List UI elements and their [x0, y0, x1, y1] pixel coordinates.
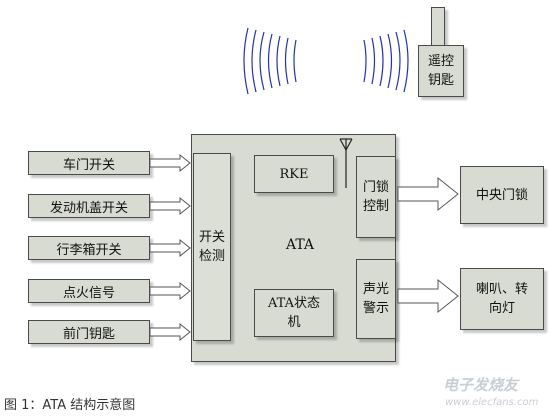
arrow-front-door-key [149, 322, 191, 342]
figure-caption: 图 1：ATA 结构示意图 [4, 398, 136, 413]
arrow-trunk-switch [149, 238, 191, 258]
remote-key-label: 遥控 钥匙 [427, 54, 454, 88]
output-horn-turn-light [460, 268, 544, 330]
input-ignition-signal [28, 279, 150, 303]
arrow-central-lock [397, 176, 459, 212]
sound-light-alarm-label: 声光 警示 [362, 282, 389, 316]
arrow-horn-light [397, 278, 459, 314]
ata-status-machine-label: ATA状态 机 [267, 296, 321, 330]
ata-status-machine-block [254, 289, 334, 337]
rke-label: RKE [279, 166, 309, 182]
input-hood-switch [28, 194, 150, 218]
arrow-ignition [149, 281, 191, 301]
antenna-icon [339, 138, 353, 188]
watermark-url: www.elecfans.com [445, 397, 539, 408]
switch-detect-label: 开关 检测 [198, 230, 225, 264]
input-trunk-switch-label: 行李箱开关 [56, 242, 122, 258]
output-horn-turn-light-label: 喇叭、转 向灯 [475, 282, 528, 316]
input-front-door-key-label: 前门钥匙 [62, 326, 115, 342]
sound-light-alarm-block [356, 259, 396, 339]
input-ignition-signal-label: 点火信号 [62, 285, 115, 301]
input-front-door-key [28, 320, 150, 344]
output-central-lock-label: 中央门锁 [475, 187, 528, 203]
input-hood-switch-label: 发动机盖开关 [49, 200, 128, 216]
watermark-logo-text: 电子发烧友 [443, 376, 519, 394]
ata-label: ATA [285, 236, 315, 253]
input-door-switch [28, 151, 150, 175]
rke-block [254, 155, 334, 193]
door-lock-control-label: 门锁 控制 [362, 180, 389, 214]
input-trunk-switch [28, 236, 150, 260]
arrow-door-switch [149, 153, 191, 173]
switch-detect-block [193, 153, 231, 341]
input-door-switch-label: 车门开关 [62, 157, 115, 173]
door-lock-control-block [356, 156, 396, 238]
remote-key-fob [418, 45, 464, 97]
arrow-hood-switch [149, 196, 191, 216]
output-central-lock [460, 166, 544, 224]
